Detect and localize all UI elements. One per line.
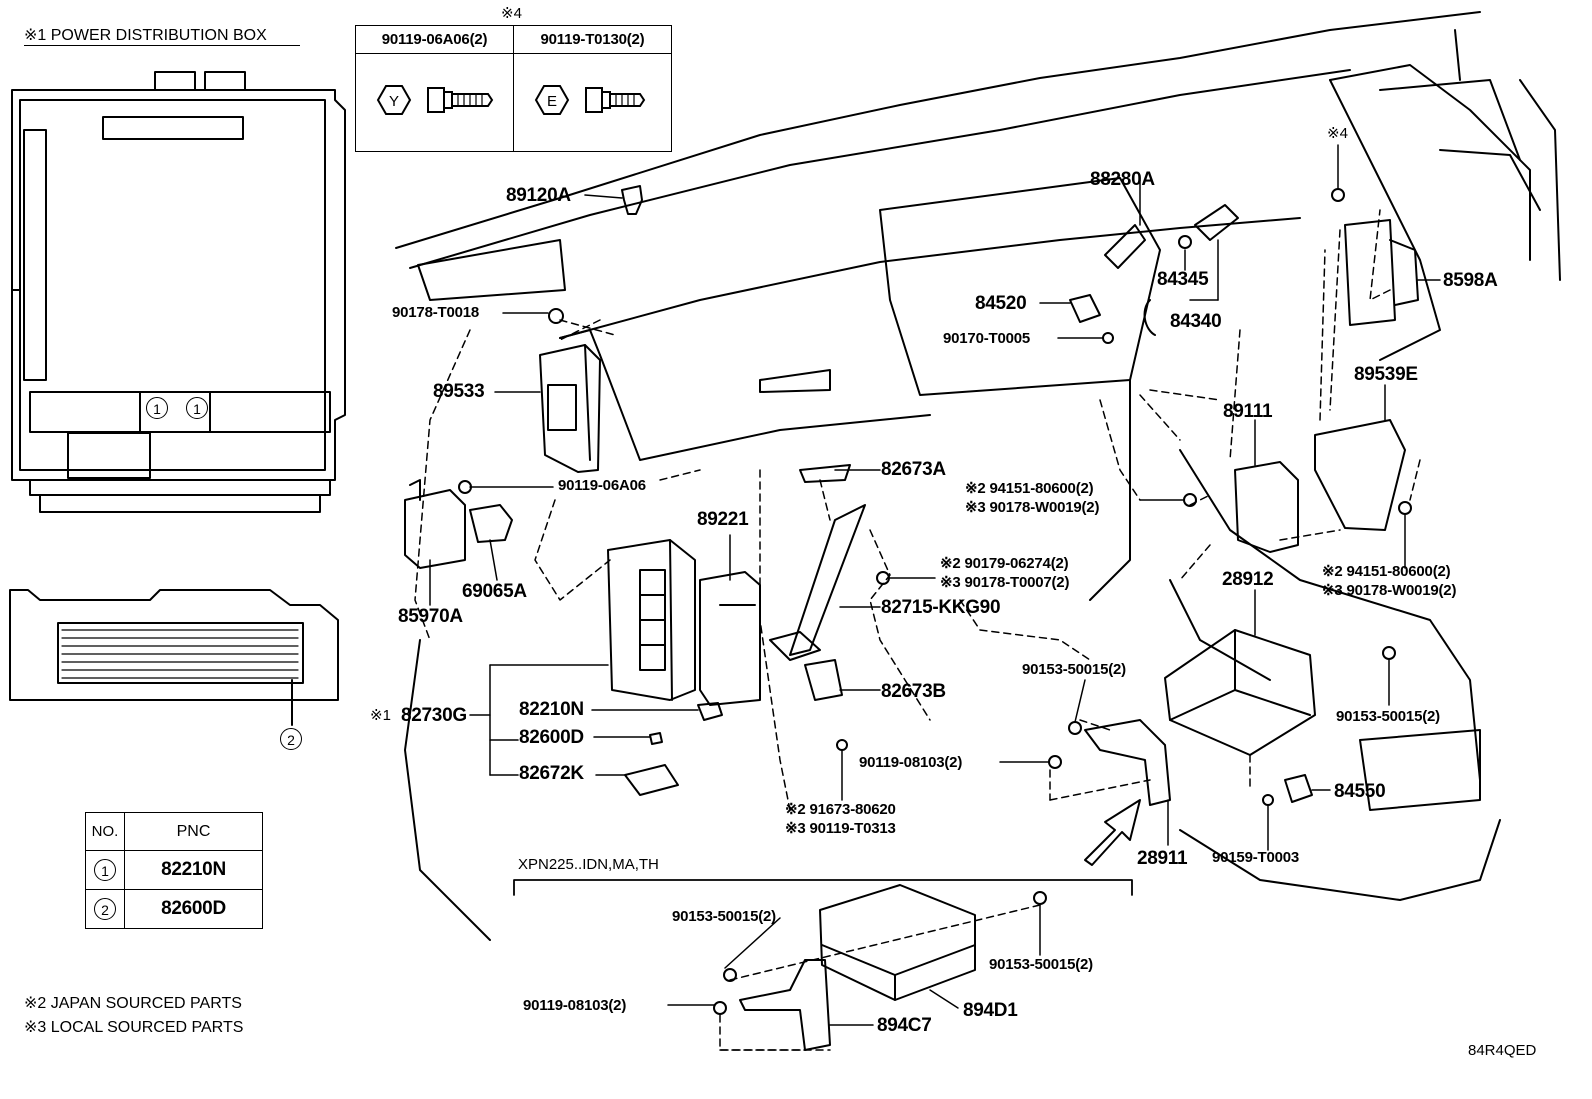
power-box-title: ※1 POWER DISTRIBUTION BOX <box>24 27 267 44</box>
part-90178-w0019-right-local: ※3 90178-W0019(2) <box>1322 582 1457 599</box>
part-28911: 28911 <box>1137 848 1188 869</box>
sensor-69065a-drawing <box>469 504 513 543</box>
part-94151-80600-left-jp: ※2 94151-80600(2) <box>965 480 1094 497</box>
variant-bracket-label: XPN225..IDN,MA,TH <box>518 856 659 873</box>
callout-1b: 1 <box>186 397 208 419</box>
leader-lines <box>429 144 1441 1026</box>
part-84550: 84550 <box>1334 781 1386 802</box>
part-85970a: 85970A <box>398 606 463 627</box>
relay-82210n-drawing <box>624 702 723 796</box>
part-90119-06a06: 90119-06A06 <box>558 477 646 494</box>
part-89111: 89111 <box>1223 401 1273 422</box>
part-90153-50015-right: 90153-50015(2) <box>1336 708 1440 725</box>
note-local: ※3 LOCAL SOURCED PARTS <box>24 1019 244 1036</box>
part-90119-08103-lower: 90119-08103(2) <box>523 997 627 1014</box>
part-894d1: 894D1 <box>963 1000 1018 1021</box>
part-88280a: 88280A <box>1090 169 1155 190</box>
arrow-front-drawing <box>1084 799 1141 866</box>
power-box-title-underline <box>24 45 300 46</box>
bracket-frame <box>513 879 1133 896</box>
note-japan: ※2 JAPAN SOURCED PARTS <box>24 995 242 1012</box>
part-8598a: 8598A <box>1443 270 1498 291</box>
pnc-row-1-no: 1 <box>85 850 125 890</box>
bolt-y-icon: Y <box>376 85 493 115</box>
bracket-89539e-drawing <box>1314 419 1412 531</box>
fastener-col2-cell: E <box>513 53 672 152</box>
part-90179-06274-jp: ※2 90179-06274(2) <box>940 555 1069 572</box>
part-84520: 84520 <box>975 293 1027 314</box>
part-89120a: 89120A <box>506 185 571 206</box>
bolt-e-icon: E <box>534 85 645 115</box>
part-90153-50015-bottom-left: 90153-50015(2) <box>672 908 776 925</box>
ecu-89533-drawing <box>539 308 601 473</box>
part-69065a: 69065A <box>462 581 527 602</box>
pnc-row-2-no: 2 <box>85 889 125 929</box>
mark-1: ※1 <box>370 707 391 724</box>
pnc-row-2-pnc: 82600D <box>124 889 263 929</box>
junction-block-82730g-drawing <box>607 539 696 701</box>
ecu-894d1-drawing <box>819 884 1047 1001</box>
part-90153-50015-bottom-right: 90153-50015(2) <box>989 956 1093 973</box>
bolt-e-mark: E <box>546 93 556 110</box>
power-distribution-box-underside <box>9 589 339 726</box>
part-90178-w0019-left-local: ※3 90178-W0019(2) <box>965 499 1100 516</box>
ecu-28912-drawing <box>1164 629 1396 756</box>
pnc-row-1-pnc: 82210N <box>124 850 263 890</box>
part-89221: 89221 <box>697 509 749 530</box>
callout-2: 2 <box>280 728 302 750</box>
part-28912: 28912 <box>1222 569 1274 590</box>
power-distribution-box-drawing <box>11 71 346 513</box>
bracket-28911-drawing <box>1048 719 1171 806</box>
clip-89120a-drawing <box>621 185 643 215</box>
sensors-upper-drawing <box>1069 204 1239 344</box>
part-84345: 84345 <box>1157 269 1209 290</box>
callout-1a: 1 <box>146 397 168 419</box>
part-90170-t0005: 90170-T0005 <box>943 330 1031 347</box>
part-82673a: 82673A <box>881 459 946 480</box>
module-85970a-drawing <box>404 479 472 569</box>
part-94151-80600-right-jp: ※2 94151-80600(2) <box>1322 563 1451 580</box>
fastener-col2-part: 90119-T0130(2) <box>513 25 672 54</box>
fastener-col1-part: 90119-06A06(2) <box>355 25 514 54</box>
part-90178-t0018: 90178-T0018 <box>392 304 480 321</box>
part-82673b: 82673B <box>881 681 946 702</box>
instrument-panel-outline <box>395 11 1561 941</box>
fastener-table: 90119-06A06(2) 90119-T0130(2) Y E <box>355 25 672 152</box>
part-91673-80620: ※2 91673-80620 <box>785 801 896 818</box>
part-89539e: 89539E <box>1354 364 1418 385</box>
part-82600d: 82600D <box>519 727 584 748</box>
part-82715-kkg90: 82715-KKG90 <box>881 597 1001 618</box>
ecu-89221-drawing <box>699 571 761 706</box>
illustration-code: 84R4QED <box>1468 1042 1537 1059</box>
fastener-table-mark: ※4 <box>501 5 522 22</box>
part-84340: 84340 <box>1170 311 1222 332</box>
bracket-894c7-drawing <box>713 959 831 1051</box>
connector-84550-drawing <box>1262 774 1313 806</box>
part-90119-08103-upper: 90119-08103(2) <box>859 754 963 771</box>
part-90159-t0003: 90159-T0003 <box>1212 849 1300 866</box>
part-90153-50015-center: 90153-50015(2) <box>1022 661 1126 678</box>
part-89533: 89533 <box>433 381 485 402</box>
dashed-assembly-lines <box>414 209 1421 1051</box>
bolt-y-mark: Y <box>388 93 398 110</box>
pnc-head-pnc: PNC <box>124 812 263 851</box>
fastener-col1-cell: Y <box>355 53 514 152</box>
part-82210n: 82210N <box>519 699 584 720</box>
pnc-head-no: NO. <box>85 812 125 851</box>
pnc-table: NO. PNC 1 82210N 2 82600D <box>85 812 263 929</box>
module-8598a-drawing <box>1331 188 1419 326</box>
mark-4-right: ※4 <box>1327 125 1348 142</box>
part-90178-t0007-local: ※3 90178-T0007(2) <box>940 574 1070 591</box>
part-894c7: 894C7 <box>877 1015 932 1036</box>
part-82672k: 82672K <box>519 763 584 784</box>
part-90119-t0313: ※3 90119-T0313 <box>785 820 896 837</box>
part-82730g: 82730G <box>401 705 467 726</box>
